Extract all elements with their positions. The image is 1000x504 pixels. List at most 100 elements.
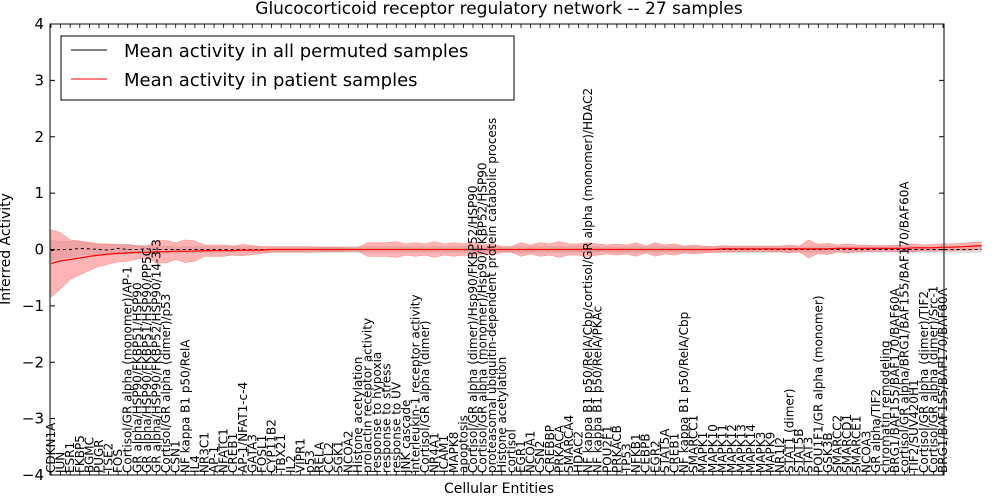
x-tick-label: STAT5B [792, 428, 806, 473]
x-tick-label: CSN1 [169, 440, 183, 473]
x-tick-label: GR alpha/HSP90/FKBP52/HSP90/14-3-3 [150, 239, 164, 473]
x-tick-label: EGR2 [648, 440, 662, 473]
x-tick-label: apoptosis [456, 415, 470, 473]
y-tick-label: −2 [22, 353, 44, 371]
x-tick-label: CREBBP [543, 425, 557, 473]
x-tick-label: FOS [111, 449, 125, 473]
x-tick-label: NFKB1 [629, 433, 643, 473]
x-tick-label: PRKACB [610, 425, 624, 473]
x-tick-label: STAT5A [658, 428, 672, 473]
x-tick-label: cortisol/GR alpha/BRG1/BAF155/BAF170/BAF… [898, 181, 912, 473]
x-tick-label: ESR1 [63, 442, 77, 473]
x-tick-label: IL4 [188, 455, 202, 473]
x-tick-label: GR alpha/HSP90/FKBP51/HSP90 [130, 282, 144, 473]
x-tick-label: MAPK3 [754, 432, 768, 473]
x-tick-label: Histone acetylation [351, 357, 365, 473]
line-series-2 [50, 245, 982, 265]
x-tick-label: Cortisol/GR alpha (dimer)/Hsp90/FKBP52/H… [466, 186, 480, 473]
x-tick-label: MAPK12 [725, 424, 739, 473]
x-tick-labels: CDKN1AJUNESR1FKBP5BGMCPUGRTSE2FOSCortiso… [44, 24, 950, 475]
x-tick-label: Cortisol/GR alpha (dimer) [418, 321, 432, 474]
x-tick-label: GR alpha/HSP90/FKBP51/HSP90/PP5C [140, 248, 154, 473]
legend-label-patient: Mean activity in patient samples [124, 70, 418, 91]
x-tick-label: cortisol [504, 429, 518, 473]
x-tick-label: RELA [313, 441, 327, 473]
x-tick-label: MAPK11 [715, 424, 729, 473]
x-tick-label: GATA3 [245, 434, 259, 473]
x-tick-label: VIPR1 [293, 438, 307, 473]
y-tick-label: 4 [34, 15, 44, 33]
x-tick-label: SMARCC2 [831, 415, 845, 473]
legend-box [60, 35, 515, 101]
x-tick-label: SGK1 [332, 441, 346, 473]
x-tick-label: BRG1/BAF155/BAF170/BAF60A [936, 287, 950, 473]
x-tick-label: TBX21 [274, 434, 288, 474]
x-tick-label: NCOA1 [524, 431, 538, 473]
x-tick-label: NF kappa B1 p50/RelA/PKAc [591, 306, 605, 473]
x-tick-label: response to UV [389, 381, 403, 473]
x-tick-label: MAPK13 [735, 424, 749, 473]
x-tick-label: CYP11B2 [265, 419, 279, 473]
x-tick-label: FKBP5 [73, 435, 87, 473]
x-tick-label: NF kappa B1 p50/RelA/Cbp/cortisol/GR alp… [581, 88, 595, 473]
x-tick-label: MAPK1 [696, 432, 710, 473]
x-tick-label: HDAC2 [572, 431, 586, 473]
legend-label-permuted: Mean activity in all permuted samples [124, 41, 468, 62]
x-tick-label: Cortisol/GR alpha (dimer)/TIF2 [917, 291, 931, 473]
x-tick-label: CREB1 [667, 433, 681, 473]
x-tick-label: proteasomal ubiquitin-dependent protein … [485, 118, 499, 473]
y-tick-label: 3 [34, 71, 44, 89]
y-tick-label: 2 [34, 128, 44, 146]
x-tick-label: NCOA3 [859, 431, 873, 473]
x-tick-label: NFATC1 [217, 428, 231, 473]
x-tick-label: response to hypoxia [370, 352, 384, 473]
x-tick-label: MAPK14 [744, 424, 758, 473]
x-tick-label: SMARCE1 [850, 416, 864, 474]
x-tick-label: BGMC [82, 437, 96, 473]
x-tick-label: NR3C1 [198, 432, 212, 473]
series-lines [50, 245, 982, 265]
y-tick-label: −1 [22, 297, 44, 315]
confidence-bands [50, 229, 982, 298]
x-tick-label: MAPK8 [447, 432, 461, 473]
y-tick-label: −3 [22, 410, 44, 428]
x-tick-label: Cortisol/GR alpha (monomer)/AP-1 [121, 266, 135, 473]
x-tick-label: GSK3B [821, 432, 835, 473]
x-tick-label: JNK cascade [399, 400, 413, 474]
y-tick-label: 1 [34, 184, 44, 202]
x-tick-label: CEBPB [639, 433, 653, 473]
x-tick-label: chromatin remodeling [879, 340, 893, 473]
x-tick-label: NF kappa B1 p50/RelA [178, 339, 192, 473]
x-tick-label: AP-1 [207, 446, 221, 473]
x-tick-label: BRG1/BAF155/BAF170/BAF60A [888, 287, 902, 473]
x-tick-label: Cortisol/GR alpha (monomer)/Hsp90/FKBP52… [476, 162, 490, 473]
x-tick-label: Histone acetylation [495, 357, 509, 473]
x-tick-label: interleukin-1 receptor activity [409, 294, 423, 473]
x-tick-label: p53 [303, 450, 317, 473]
x-tick-label: TIF2/SUV420H1 [907, 379, 921, 474]
x-tick-label: STAT3 [802, 437, 816, 473]
x-tick-label: JUN [54, 452, 68, 474]
x-tick-label: POU1F1/GR alpha (monomer) [811, 295, 825, 473]
x-tick-label: MAPK10 [706, 424, 720, 473]
x-tick-label: NCOA2 [341, 431, 355, 473]
x-tick-label: response to stress [380, 363, 394, 473]
x-tick-label: SMARCD1 [840, 414, 854, 473]
x-tick-label: prolactin receptor activity [361, 318, 375, 473]
x-tick-label: TSE2 [102, 443, 116, 474]
x-tick-label: SMARCA4 [562, 415, 576, 473]
x-tick-label: STAT1 (dimer) [783, 389, 797, 473]
y-tick-label: −4 [22, 466, 44, 484]
x-tick-label: FOSL1 [255, 435, 269, 473]
x-tick-label: CDKN1A [44, 422, 58, 473]
x-tick-label: CSN2 [533, 440, 547, 473]
x-tick-label: PRKACA [552, 424, 566, 473]
x-tick-label: Cortisol/GR alpha (dimer)/p53 [159, 294, 173, 473]
x-axis-label: Cellular Entities [444, 481, 554, 497]
x-tick-label: NR1I2 [773, 437, 787, 473]
chart-title: Glucocorticoid receptor regulatory netwo… [255, 0, 743, 19]
x-tick-label: IL2 [284, 455, 298, 473]
x-tick-label: CREB1 [226, 433, 240, 473]
